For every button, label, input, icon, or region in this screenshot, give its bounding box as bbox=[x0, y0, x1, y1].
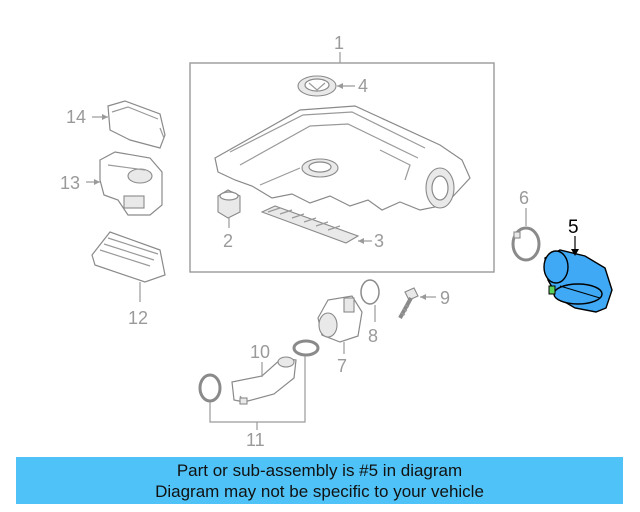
callout-1: 1 bbox=[334, 33, 344, 53]
info-banner: Part or sub-assembly is #5 in diagram Di… bbox=[16, 457, 623, 504]
callout-13: 13 bbox=[60, 173, 80, 193]
part-12-duct[interactable] bbox=[91, 231, 166, 283]
callout-10: 10 bbox=[250, 342, 270, 362]
part-5-intake-hose[interactable] bbox=[543, 249, 613, 313]
part-13-housing[interactable] bbox=[99, 151, 163, 216]
part-7-sensor[interactable] bbox=[317, 295, 363, 343]
callout-8: 8 bbox=[368, 326, 378, 346]
arrow-3 bbox=[358, 238, 364, 244]
arrow-14 bbox=[102, 114, 108, 120]
callout-5: 5 bbox=[568, 217, 579, 238]
callout-9: 9 bbox=[440, 288, 450, 308]
part-3-filter[interactable] bbox=[260, 205, 360, 244]
part-9-bolt[interactable] bbox=[398, 287, 419, 319]
callout-7: 7 bbox=[337, 356, 347, 376]
part-1-engine-cover[interactable] bbox=[214, 105, 471, 211]
callout-4: 4 bbox=[358, 76, 368, 96]
callout-6: 6 bbox=[519, 188, 529, 208]
part-2-grommet[interactable] bbox=[217, 189, 241, 219]
banner-line-1: Part or sub-assembly is #5 in diagram bbox=[176, 461, 463, 480]
part-6-clamp[interactable] bbox=[511, 226, 541, 262]
banner-line-2: Diagram may not be specific to your vehi… bbox=[155, 482, 484, 501]
group-box bbox=[189, 62, 495, 273]
callout-12: 12 bbox=[128, 308, 148, 328]
arrow-13 bbox=[94, 179, 100, 185]
part-14-cover[interactable] bbox=[107, 100, 166, 149]
callout-3: 3 bbox=[374, 231, 384, 251]
part-8-o-ring[interactable] bbox=[360, 279, 380, 305]
arrow-4 bbox=[337, 83, 343, 89]
part-11-clamp-right[interactable] bbox=[292, 339, 320, 357]
callout-2: 2 bbox=[223, 231, 233, 251]
part-11-clamp-left[interactable] bbox=[198, 373, 222, 403]
callout-14: 14 bbox=[66, 107, 86, 127]
callout-11: 11 bbox=[246, 430, 265, 450]
arrow-5 bbox=[571, 249, 579, 256]
part-10-intake-tube[interactable] bbox=[231, 356, 297, 405]
part-4-emblem[interactable] bbox=[297, 75, 337, 97]
arrow-9 bbox=[420, 294, 426, 300]
